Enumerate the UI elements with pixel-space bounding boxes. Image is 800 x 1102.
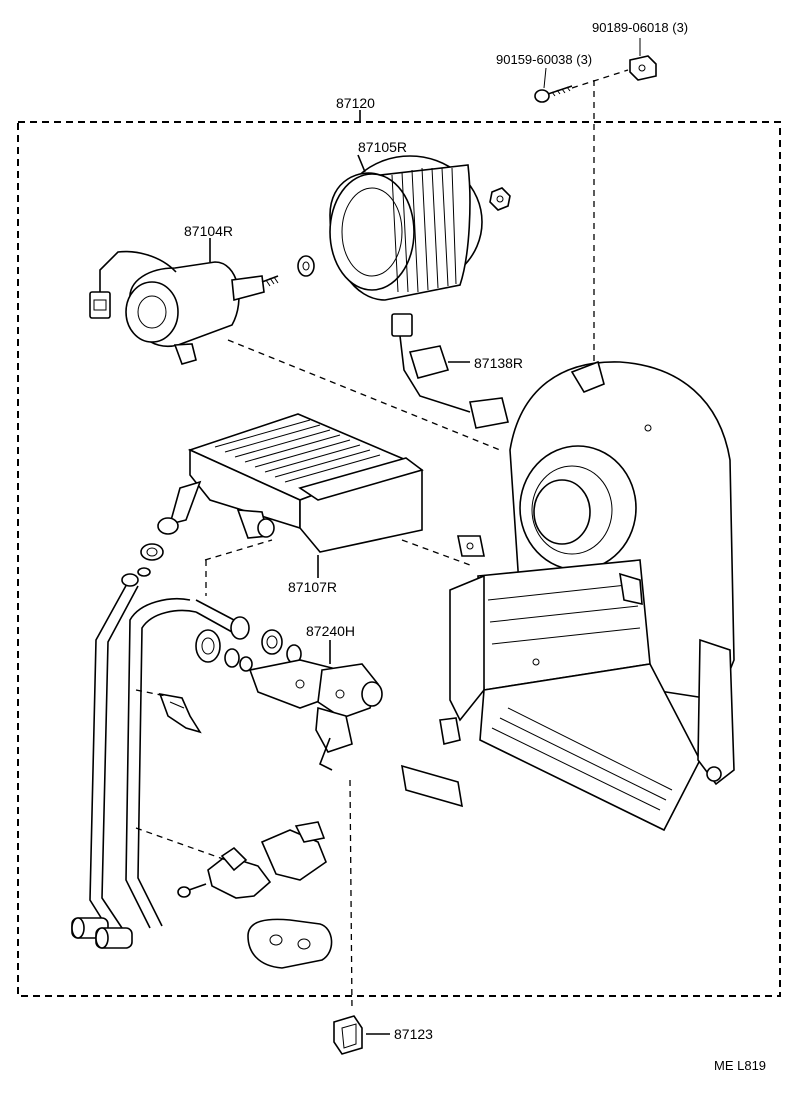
- fan-washer: [297, 255, 315, 277]
- label-blower-motor: 87104R: [184, 223, 233, 239]
- blower-fan-87105R: [329, 154, 483, 301]
- pipe-o-rings: [137, 543, 164, 577]
- assembly-boundary: [17, 110, 781, 997]
- screw-90159-60038: [534, 67, 573, 103]
- label-screw: 90159-60038 (3): [496, 52, 592, 67]
- blower-case: [439, 360, 735, 832]
- label-resistor: 87138R: [474, 355, 523, 371]
- small-foam-pad: [401, 764, 463, 808]
- nut-90189-06018: [629, 38, 657, 81]
- grommet-plate: [247, 918, 333, 969]
- blower-motor-87104R: [89, 238, 279, 365]
- heater-core-87107R: [157, 413, 424, 578]
- label-blower-fan: 87105R: [358, 139, 407, 155]
- water-valve-87240H: [195, 616, 383, 771]
- water-pipes: [71, 573, 235, 949]
- label-heater-core: 87107R: [288, 579, 337, 595]
- fan-nut: [489, 187, 511, 211]
- pipe-clip-lower: [207, 821, 327, 899]
- resistor-87138R: [391, 313, 509, 429]
- pipe-clip-upper: [158, 692, 202, 734]
- label-water-valve: 87240H: [306, 623, 355, 639]
- clip-87123: [333, 1015, 390, 1055]
- label-assembly: 87120: [336, 95, 375, 111]
- label-nut: 90189-06018 (3): [592, 20, 688, 35]
- clip-screw: [177, 883, 207, 898]
- footer-code: ME L819: [714, 1058, 766, 1073]
- label-clip: 87123: [394, 1026, 433, 1042]
